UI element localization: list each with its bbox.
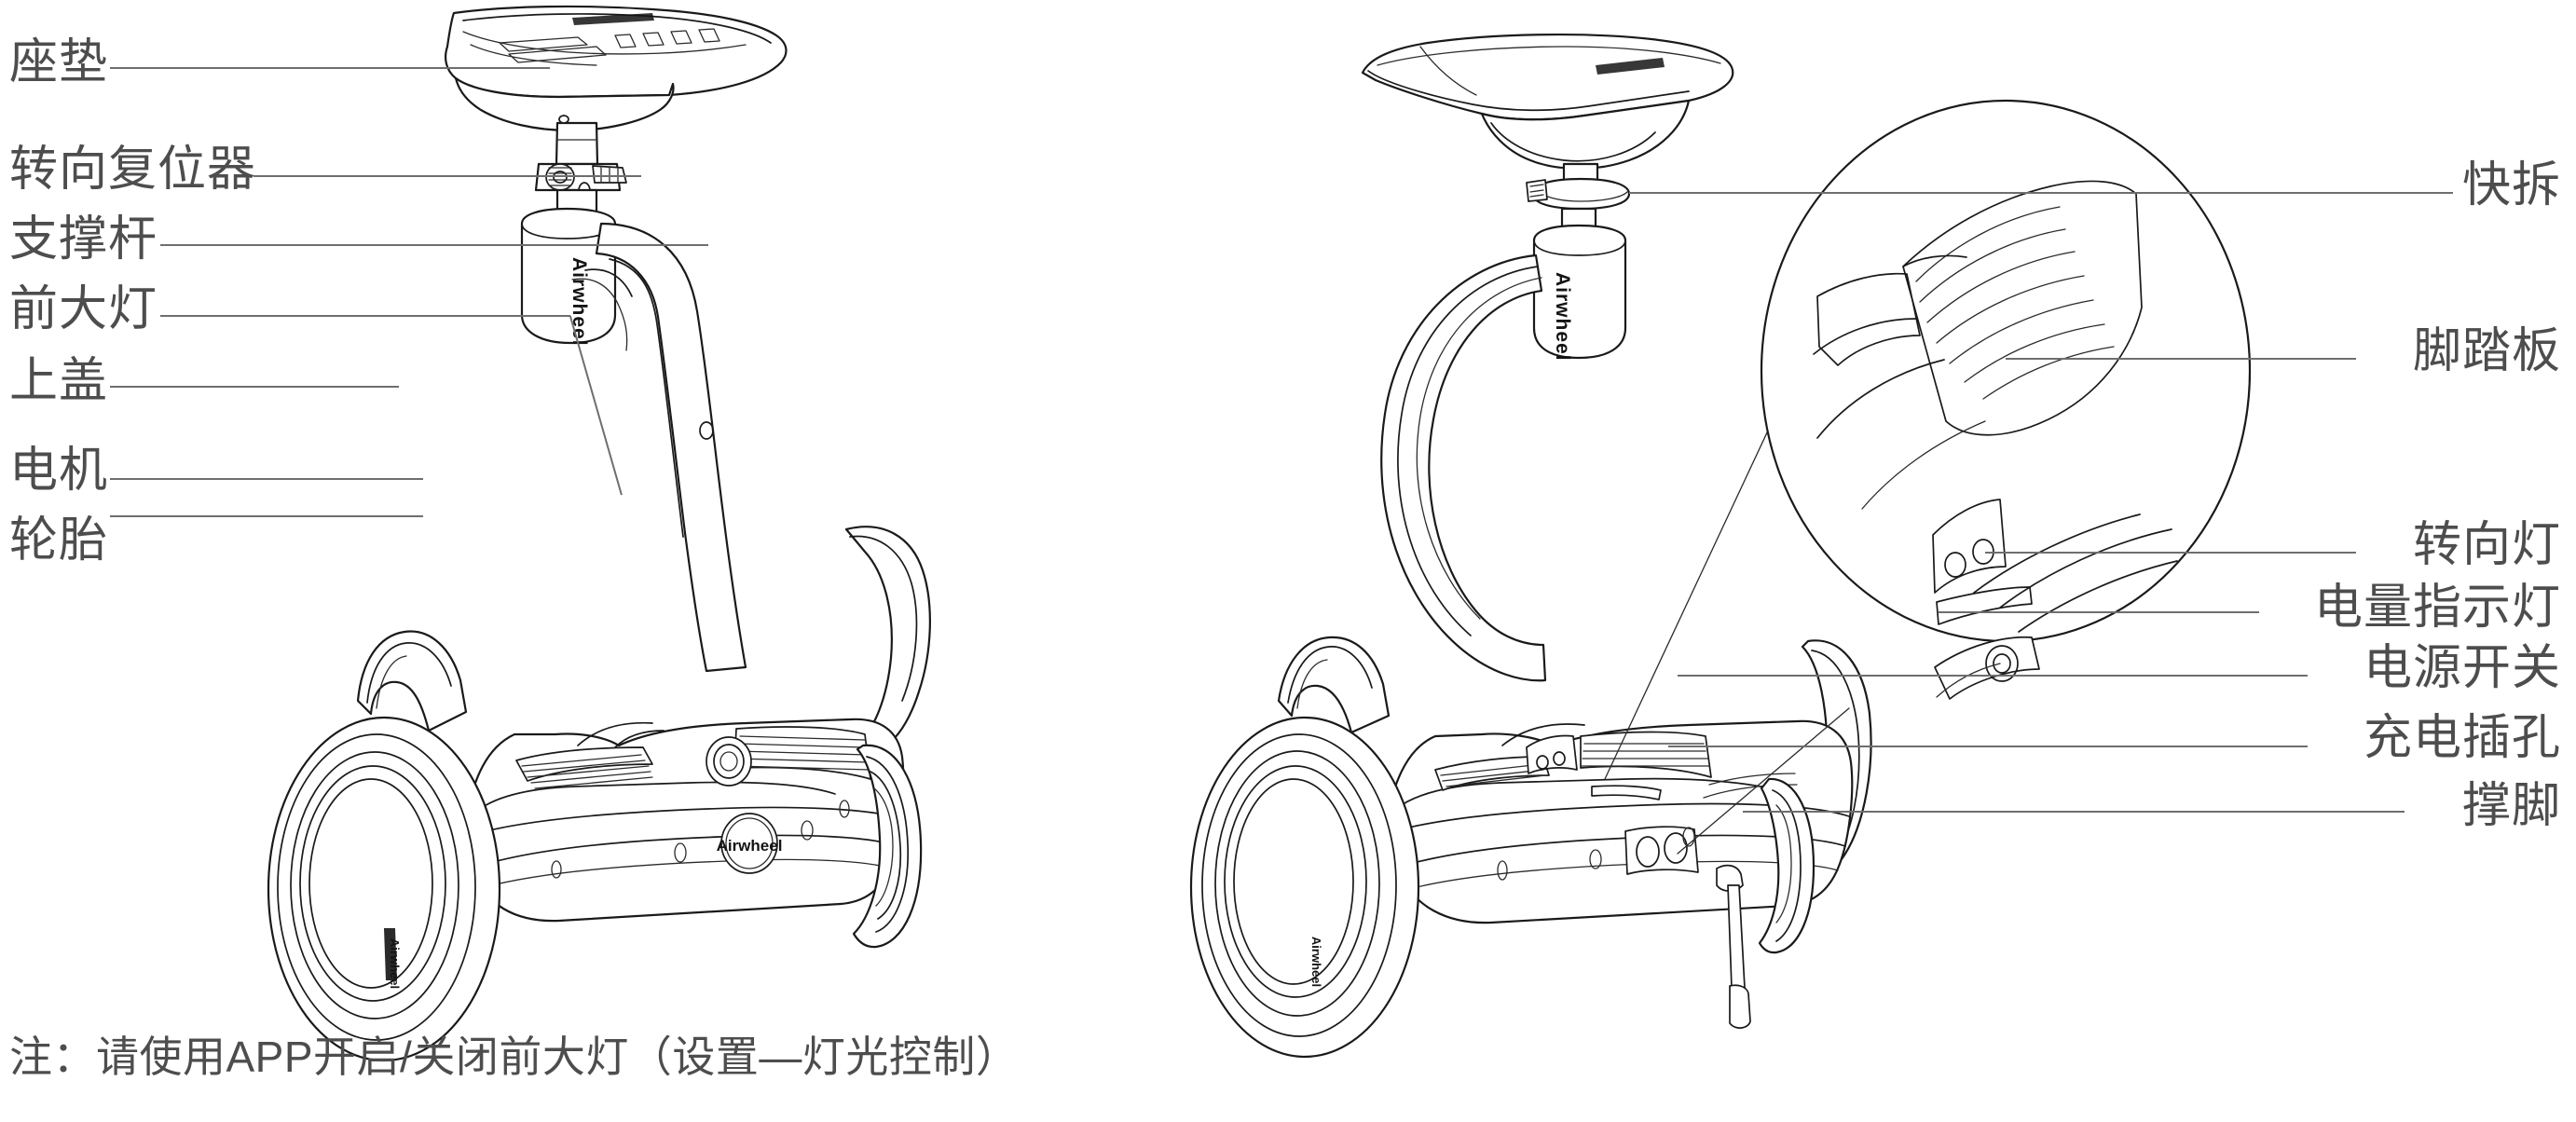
leader-battery-indicator: [1939, 611, 2259, 613]
label-battery-indicator: 电量指示灯: [2313, 581, 2561, 635]
right-main-body: [1387, 719, 1854, 924]
leader-top-cover: [110, 386, 399, 388]
right-battery-indicator: [1591, 785, 1662, 800]
leader-turn-signal: [1985, 552, 2356, 554]
label-headlight: 前大灯: [9, 282, 158, 336]
leader-steering-resetter: [253, 175, 641, 177]
left-wheel-front: Airwheel: [267, 716, 501, 1062]
right-seat-cushion: [1361, 33, 1734, 171]
leader-charging-port: [1668, 746, 2308, 747]
left-scooter-illustration: Airwheel: [267, 5, 931, 1062]
right-quick-release: [1526, 162, 1631, 235]
svg-text:Airwheel: Airwheel: [388, 938, 402, 989]
left-support-rod: [571, 222, 747, 673]
label-quick-release: 快拆: [2461, 158, 2561, 212]
left-wheel-rear: [852, 744, 923, 949]
left-rear-footplate: [733, 726, 871, 780]
label-motor: 电机: [9, 444, 109, 498]
leader-headlight-diagonal: [569, 315, 623, 496]
label-kickstand: 撑脚: [2461, 779, 2561, 833]
right-front-fender: [1277, 636, 1391, 734]
label-tire: 轮胎: [9, 513, 109, 568]
right-rear-fender: [1795, 639, 1872, 883]
right-turn-signal: [1526, 734, 1578, 774]
label-footboard: 脚踏板: [2412, 324, 2561, 378]
left-main-body: Airwheel: [464, 718, 905, 923]
left-front-footplate: [515, 746, 653, 789]
leader-seat-cushion: [110, 67, 550, 69]
label-steering-resetter: 转向复位器: [9, 143, 257, 197]
left-front-fender: [356, 630, 468, 732]
right-scooter-illustration: Airwheel: [1189, 33, 2252, 1059]
leader-motor: [110, 478, 423, 480]
left-headlight: [706, 736, 752, 787]
right-support-rod: [1380, 253, 1547, 682]
magnified-turn-signal: [1932, 499, 2007, 594]
left-rear-fender: [844, 526, 931, 753]
right-front-footplate: [1434, 756, 1550, 791]
right-steering-resetter: Airwheel: [1532, 224, 1627, 362]
leader-footboard: [2006, 358, 2356, 360]
leader-power-switch: [1678, 675, 2308, 677]
footnote-headlight-app: 注：请使用APP开启/关闭前大灯（设置—灯光控制）: [9, 1033, 1020, 1081]
right-wheel-rear: [1758, 777, 1816, 954]
right-footboard: [1580, 731, 1712, 778]
label-support-rod: 支撑杆: [9, 212, 158, 267]
leader-headlight: [160, 315, 570, 317]
magnified-detail-inset: [1604, 99, 2252, 855]
left-seat-post: [534, 115, 627, 224]
magnified-footboard: [1902, 180, 2143, 436]
svg-text:Airwheel: Airwheel: [569, 257, 590, 347]
svg-text:Airwheel: Airwheel: [717, 837, 783, 855]
leader-quick-release: [1629, 192, 2453, 194]
leader-kickstand: [1743, 811, 2405, 813]
svg-text:Airwheel: Airwheel: [1309, 937, 1323, 987]
right-power-switch-block: [1624, 826, 1699, 875]
label-power-switch: 电源开关: [2363, 641, 2561, 695]
left-body-logo: Airwheel: [717, 813, 783, 874]
right-kickstand: [1716, 864, 1751, 1029]
label-charging-port: 充电插孔: [2363, 711, 2561, 765]
leader-support-rod: [160, 244, 708, 246]
label-top-cover: 上盖: [9, 354, 109, 408]
svg-text:Airwheel: Airwheel: [1552, 272, 1573, 362]
label-turn-signal: 转向灯: [2412, 518, 2561, 572]
leader-tire: [110, 515, 423, 517]
left-steering-resetter: Airwheel: [520, 207, 617, 347]
magnified-battery-indicator: [1936, 586, 2033, 625]
magnified-power-port: [1934, 636, 2040, 700]
label-seat-cushion: 座垫: [9, 35, 109, 89]
right-wheel-front: Airwheel: [1189, 716, 1420, 1059]
